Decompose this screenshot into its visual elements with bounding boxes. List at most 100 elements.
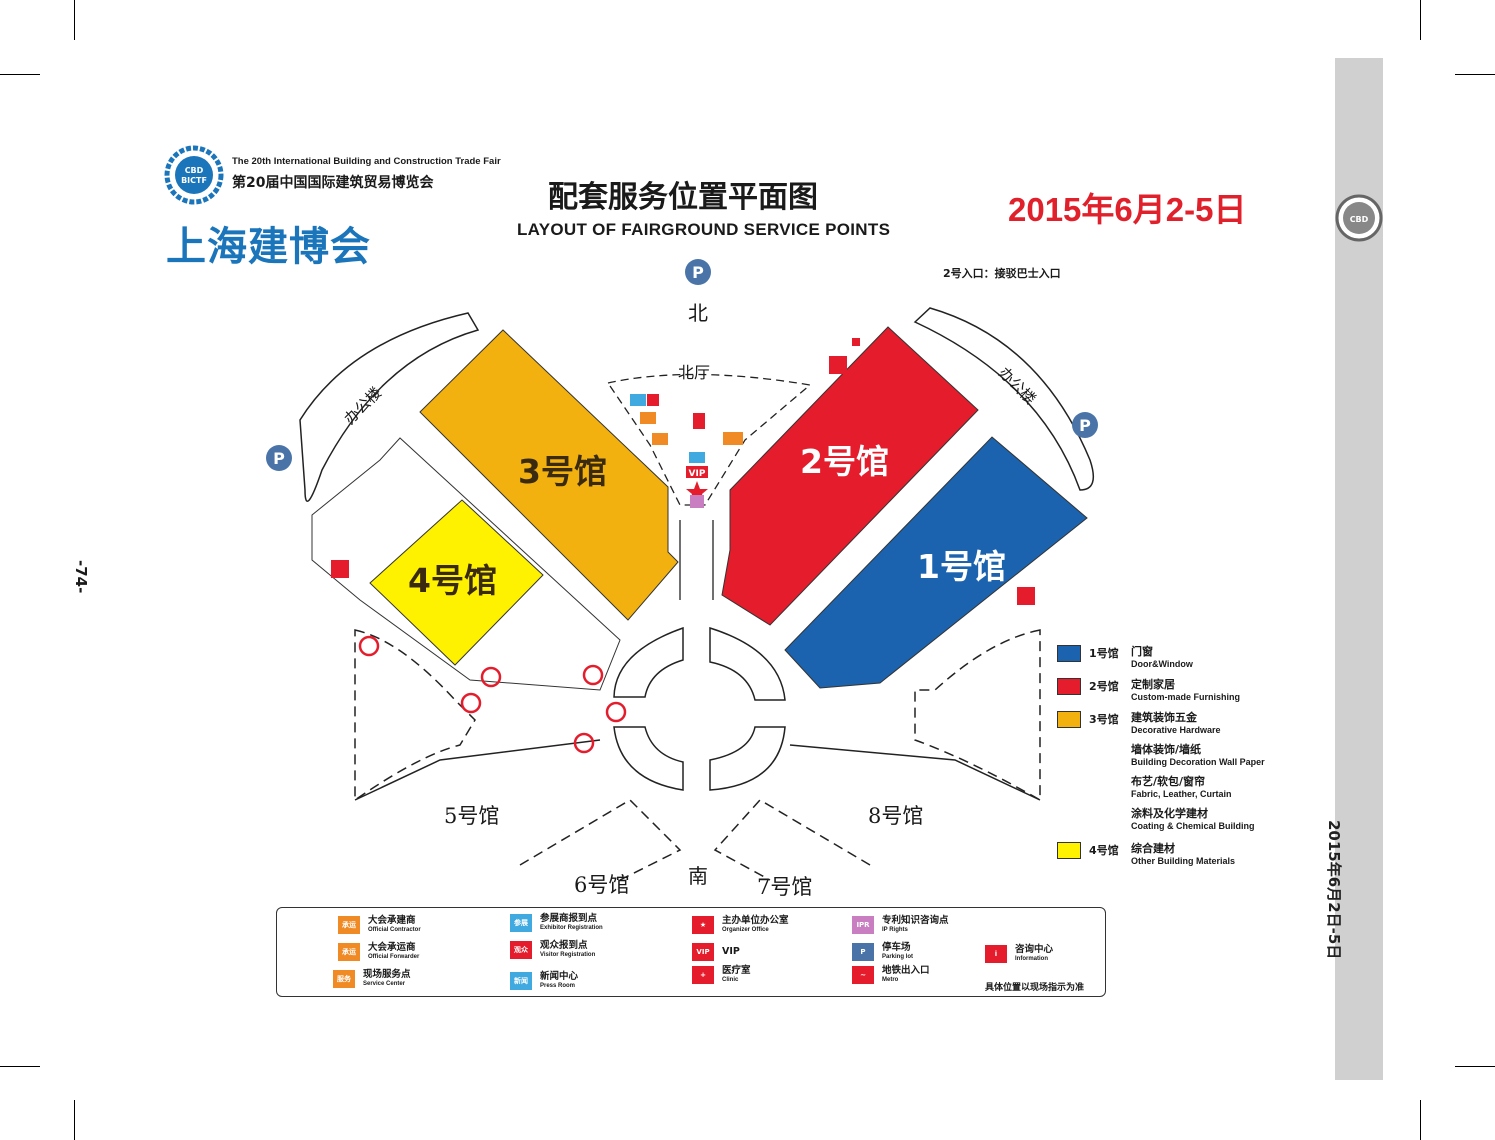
- vip-label: VIP: [689, 469, 706, 479]
- compass-north: 北: [688, 301, 708, 325]
- bictf-logo-icon: CBD BICTF: [164, 145, 224, 205]
- service-key: [276, 907, 1106, 997]
- key-cn: 大会承建商: [368, 915, 416, 926]
- key-icon: 承运: [338, 916, 360, 934]
- key-icon: 承运: [338, 943, 360, 961]
- svg-text:CBD: CBD: [185, 166, 204, 175]
- hall-8-outline: [914, 629, 1041, 802]
- page-subtitle: LAYOUT OF FAIRGROUND SERVICE POINTS: [517, 220, 891, 239]
- fair-name-cn: 第20届中国国际建筑贸易博览会: [232, 175, 434, 191]
- key-en: Metro: [882, 977, 899, 983]
- page-title: 配套服务位置平面图: [548, 180, 818, 215]
- legend-en: Building Decoration Wall Paper: [1131, 757, 1265, 767]
- legend-cn: 建筑装饰五金: [1131, 711, 1197, 724]
- svg-text:CBD: CBD: [1350, 215, 1369, 224]
- key-note: 具体位置以现场指示为准: [985, 983, 1085, 993]
- key-en: Press Room: [540, 983, 576, 989]
- svg-text:P: P: [692, 263, 704, 282]
- key-icon: +: [692, 966, 714, 984]
- ipr-icon: [690, 495, 704, 508]
- vip-icon: [686, 466, 708, 478]
- key-en: Visitor Registration: [540, 952, 596, 958]
- hall-1[interactable]: [784, 436, 1088, 689]
- metro-icons: [358, 635, 627, 754]
- compass-south: 南: [688, 864, 708, 888]
- service-center-icon: [723, 432, 743, 445]
- legend-en: Other Building Materials: [1131, 856, 1236, 866]
- legend-en: Decorative Hardware: [1131, 725, 1221, 735]
- legend-en: Coating & Chemical Building: [1131, 821, 1255, 831]
- exhibitor-registration-icon: [630, 394, 646, 406]
- clinic-icon: [852, 338, 860, 346]
- legend-cn: 综合建材: [1131, 842, 1175, 855]
- contractor-icon: [640, 412, 656, 424]
- key-icon: 参展: [510, 914, 532, 932]
- press-room-icon: [689, 452, 705, 463]
- hall-1-label: 1号馆: [917, 547, 1006, 586]
- north-hall-label: 北厅: [678, 363, 711, 382]
- key-cn: 观众报到点: [540, 940, 588, 951]
- hall-7-label: 7号馆: [757, 875, 813, 899]
- legend-cn: 门窗: [1131, 645, 1153, 658]
- information-icon: [693, 413, 705, 429]
- legend-cn: 涂料及化学建材: [1131, 807, 1208, 820]
- key-icon: VIP: [692, 943, 714, 961]
- crop-mark: [74, 0, 75, 40]
- hall-8-label: 8号馆: [868, 804, 924, 828]
- legend-hall: 3号馆: [1089, 713, 1119, 726]
- key-cn: 医疗室: [722, 965, 751, 976]
- legend-swatch: [1057, 645, 1081, 662]
- key-icon: i: [985, 945, 1007, 963]
- key-icon: ★: [692, 916, 714, 934]
- key-icon: IPR: [852, 916, 874, 934]
- legend-swatch: [1057, 678, 1081, 695]
- crop-mark: [0, 1066, 40, 1067]
- legend-hall: 2号馆: [1089, 680, 1119, 693]
- visitor-registration-icon: [829, 356, 847, 374]
- legend-en: Door&Window: [1131, 659, 1193, 669]
- hall-2[interactable]: [721, 326, 979, 626]
- legend-cn: 墙体装饰/墙纸: [1131, 743, 1202, 756]
- office-building-right: [913, 307, 1095, 491]
- hall-3[interactable]: [419, 329, 679, 621]
- visitor-registration-icon: [331, 560, 349, 578]
- legend-en: Custom-made Furnishing: [1131, 692, 1241, 702]
- brand-name: 上海建博会: [166, 224, 371, 270]
- forwarder-icon: [652, 433, 668, 445]
- center-ring: [613, 626, 786, 791]
- svg-text:P: P: [1079, 416, 1091, 435]
- hall-5-edge: [354, 739, 601, 801]
- hall-5-outline: [354, 629, 476, 802]
- visitor-registration-icon: [1017, 587, 1035, 605]
- office-building-left: [299, 312, 480, 502]
- key-en: Official Contractor: [368, 927, 421, 933]
- legend-swatch: [1057, 842, 1081, 859]
- hall-4-label: 4号馆: [408, 561, 497, 600]
- legend-cn: 定制家居: [1131, 678, 1175, 691]
- hall-7-outline: [713, 799, 871, 881]
- svg-text:BICTF: BICTF: [181, 176, 207, 185]
- fair-name-en: The 20th International Building and Cons…: [232, 156, 501, 167]
- parking-icon: P: [685, 259, 711, 285]
- key-en: Organizer Office: [722, 927, 769, 933]
- key-cn: 现场服务点: [363, 969, 411, 980]
- hall-4[interactable]: [369, 499, 544, 666]
- legend-cn: 布艺/软包/窗帘: [1131, 775, 1206, 788]
- side-logo-icon: CBD: [1335, 194, 1383, 242]
- hall-6-label: 6号馆: [574, 873, 630, 897]
- key-en: Clinic: [722, 977, 739, 983]
